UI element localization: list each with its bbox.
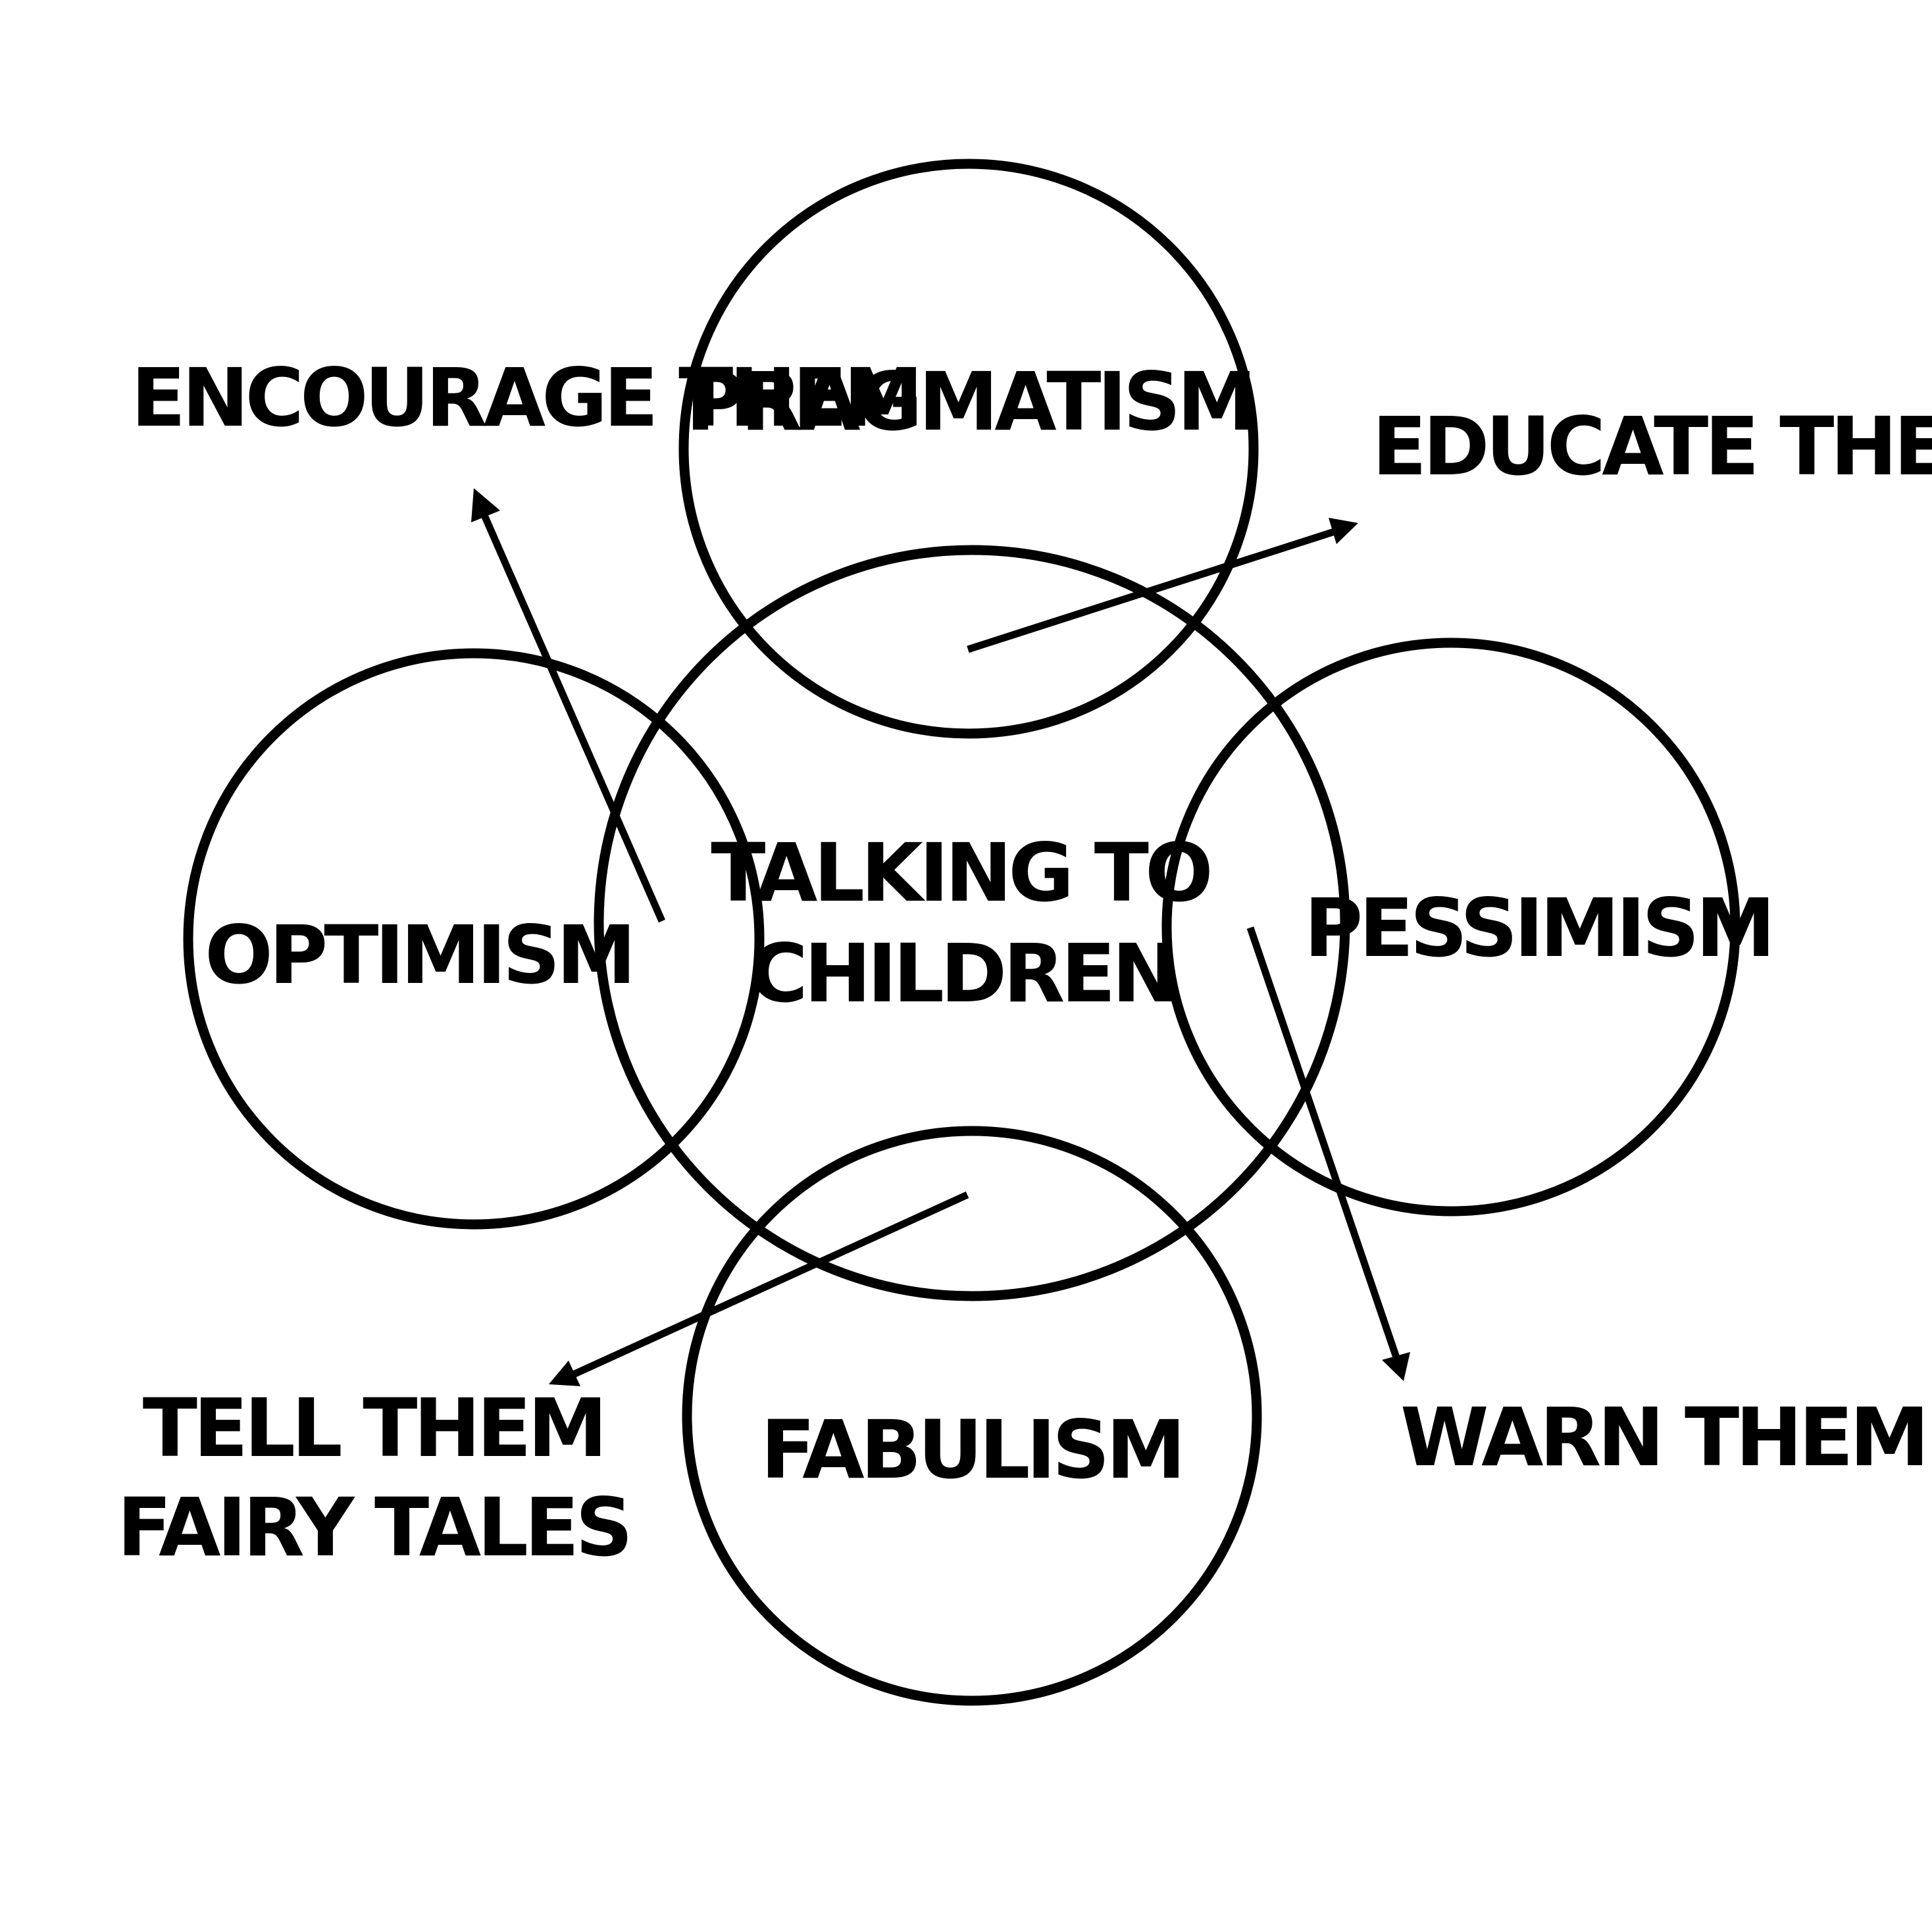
fabulism-circle — [682, 1126, 1262, 1706]
center-circle — [594, 545, 1350, 1301]
arrowhead-fairy-tales — [549, 1361, 580, 1386]
center-label-line1: TALKING TO — [711, 826, 1209, 920]
arrow-fairy-tales — [549, 1191, 969, 1386]
pragmatism-label: PRAGMATISM — [686, 355, 1253, 449]
arrow-educate — [967, 518, 1358, 653]
pessimism-circle — [1161, 638, 1741, 1216]
arrowhead-educate — [1329, 518, 1358, 544]
tell-them-label: TELL THEM — [143, 1382, 604, 1475]
arrow-warn — [1246, 926, 1410, 1381]
optimism-circle — [183, 648, 765, 1230]
optimism-label: OPTIMISM — [205, 909, 632, 1002]
arrowhead-warn — [1382, 1352, 1410, 1381]
fairy-tales-label: FAIRY TALES — [117, 1481, 629, 1574]
pessimism-label: PESSIMISM — [1304, 882, 1771, 975]
encourage-them-label: ENCOURAGE THEM — [131, 351, 919, 445]
educate-them-label: EDUCATE THEM — [1372, 400, 1932, 493]
arrow-encourage — [471, 488, 666, 923]
center-label-line2: CHILDREN — [749, 927, 1175, 1020]
warn-them-label: WARN THEM — [1400, 1391, 1925, 1484]
fabulism-label: FABULISM — [761, 1403, 1182, 1497]
arrowhead-encourage — [471, 488, 500, 522]
pragmatism-circle — [678, 159, 1259, 739]
